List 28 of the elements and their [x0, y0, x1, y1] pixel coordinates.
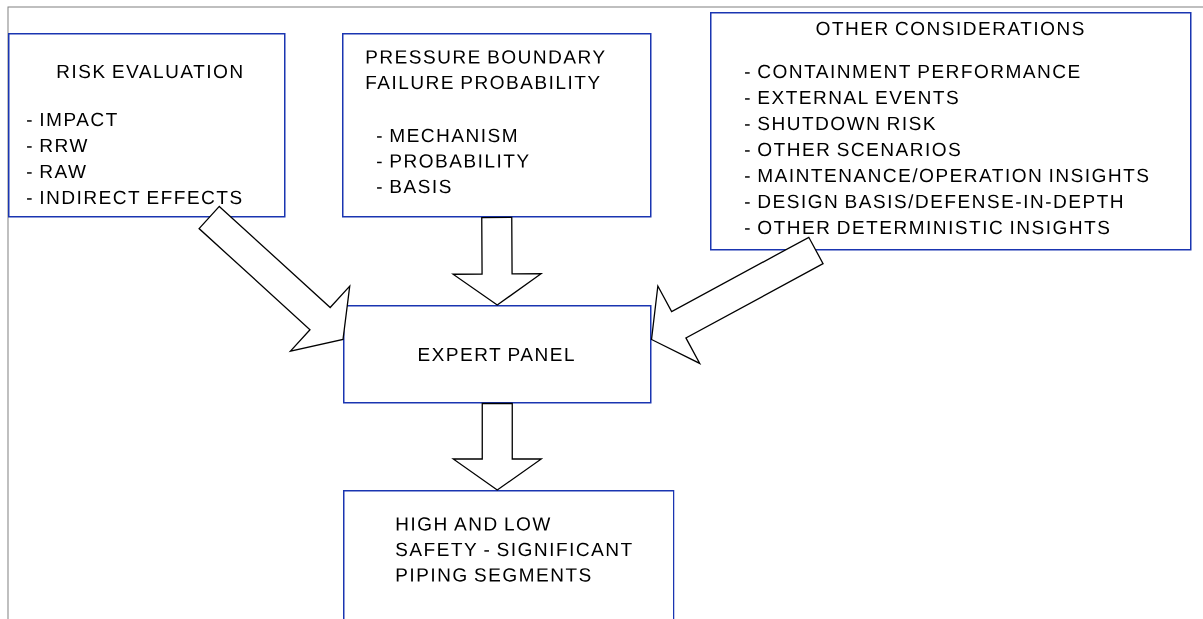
block-arrow — [451, 402, 544, 491]
list-item: - RAW — [27, 164, 86, 178]
list-item: - OTHER DETERMINISTIC INSIGHTS — [745, 220, 1109, 235]
list-item: - BASIS — [377, 179, 451, 194]
box-heading: PRESSURE BOUNDARY FAILURE PROBABILITY — [366, 50, 605, 90]
list-item: - EXTERNAL EVENTS — [745, 90, 958, 105]
box-text: HIGH AND LOW SAFETY - SIGNIFICANT PIPING SEGMENTS — [396, 517, 632, 582]
list-item: - IMPACT — [27, 112, 117, 127]
list-item: - INDIRECT EFFECTS — [27, 190, 242, 205]
list-item: - PROBABILITY — [377, 154, 529, 168]
list-item: - MAINTENANCE/OPERATION INSIGHTS — [745, 168, 1149, 183]
list-item: - OTHER SCENARIOS — [745, 142, 960, 157]
box-heading: OTHER CONSIDERATIONS — [816, 21, 1084, 36]
process-box — [343, 305, 652, 404]
list-box — [342, 33, 652, 218]
result-box — [343, 490, 675, 619]
list-item: - MECHANISM — [377, 128, 516, 143]
list-box — [710, 12, 1192, 251]
list-item: - RRW — [27, 138, 88, 152]
list-item: - CONTAINMENT PERFORMANCE — [745, 64, 1080, 79]
block-arrow — [198, 205, 351, 353]
list-box — [8, 33, 286, 218]
list-item: - SHUTDOWN RISK — [745, 116, 936, 131]
box-text: EXPERT PANEL — [419, 347, 574, 361]
box-heading: RISK EVALUATION — [57, 64, 242, 79]
block-arrow — [451, 216, 544, 306]
block-arrow — [650, 236, 824, 365]
list-item: - DESIGN BASIS/DEFENSE-IN-DEPTH — [745, 194, 1122, 209]
